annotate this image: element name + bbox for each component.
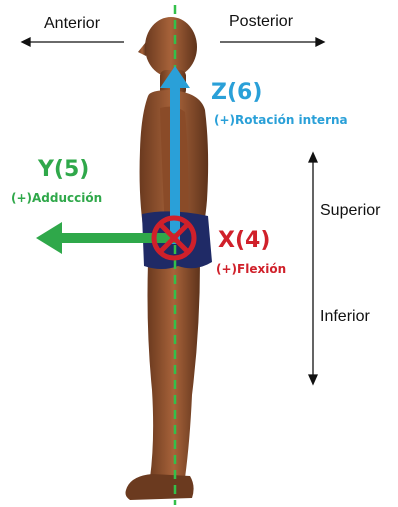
x-axis-description: (+)Flexión: [216, 262, 286, 276]
z-axis-label: Z(6): [211, 80, 262, 105]
superior-inferior-arrow: [309, 153, 317, 384]
figure-feet: [126, 474, 194, 500]
anterior-label: Anterior: [44, 15, 100, 33]
posterior-label: Posterior: [229, 13, 293, 31]
superior-label: Superior: [320, 202, 380, 220]
posterior-arrow: [220, 38, 324, 46]
y-axis-description: (+)Adducción: [11, 191, 102, 205]
z-axis-description: (+)Rotación interna: [214, 113, 348, 127]
figure-face: [138, 42, 146, 56]
x-axis-label: X(4): [218, 228, 270, 253]
figure-head: [145, 17, 197, 77]
y-axis-label: Y(5): [38, 157, 89, 182]
anterior-arrow: [22, 38, 124, 46]
inferior-label: Inferior: [320, 308, 370, 326]
